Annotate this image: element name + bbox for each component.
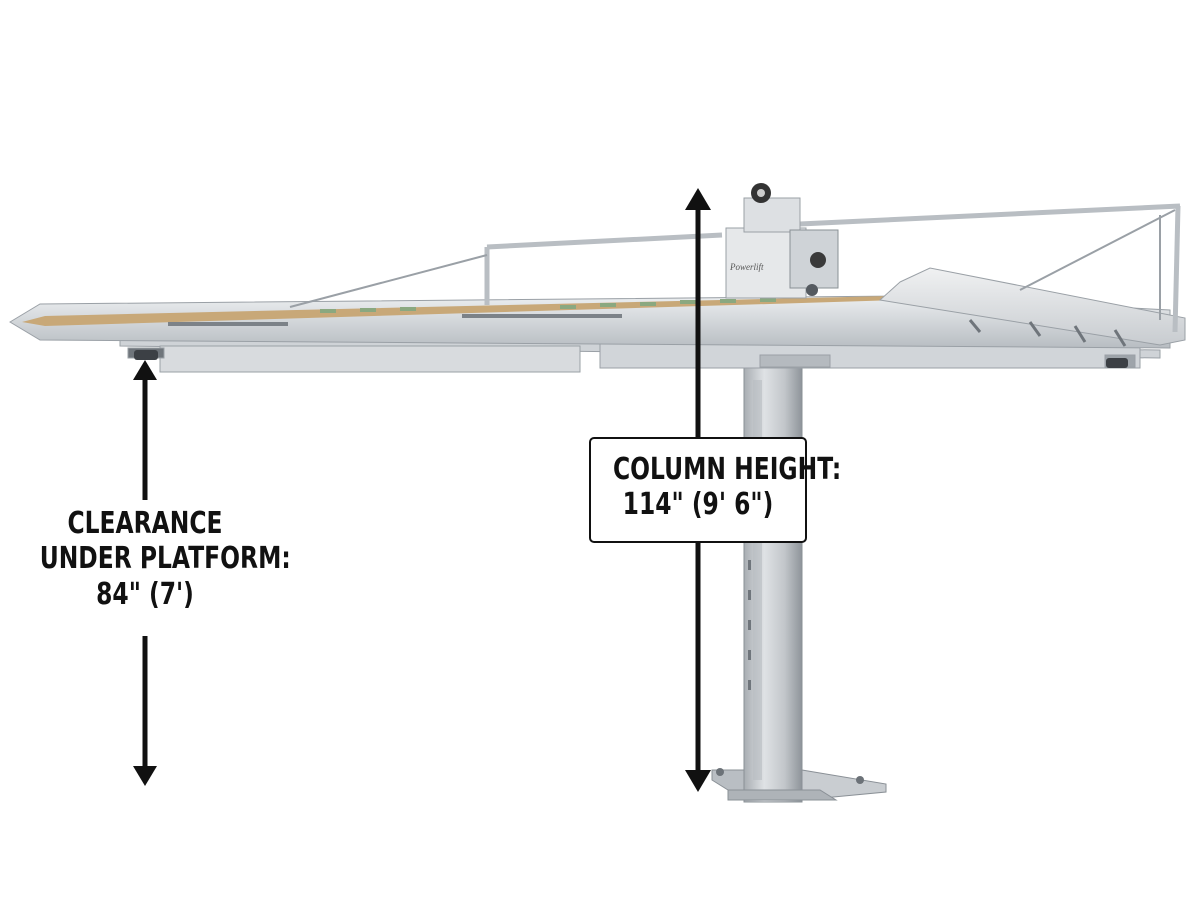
clearance-arrow-head-down (133, 766, 157, 786)
column-arrow-head-down (685, 770, 711, 792)
clearance-label: CLEARANCE UNDER PLATFORM: 84" (7') (39, 506, 291, 612)
guard-rail (484, 203, 1181, 333)
column-height-arrow (685, 188, 711, 792)
platform-underside (119, 337, 1161, 373)
column-base-plate (711, 768, 887, 801)
support-cables (289, 209, 1176, 320)
platform-runway (9, 295, 1171, 349)
column-height-callout-box (589, 437, 807, 543)
brand-logo: Powerlift (729, 262, 764, 272)
clearance-label-line2: UNDER PLATFORM: (39, 541, 291, 577)
clearance-label-line3: 84" (7') (96, 576, 194, 612)
lift-column (743, 359, 803, 803)
column-height-label-line2: 114" (9' 6") (622, 487, 774, 523)
column-height-label: COLUMN HEIGHT: 114" (9' 6") (612, 452, 842, 523)
lift-mechanism: Powerlift (725, 183, 839, 299)
clearance-label-line1: CLEARANCE (67, 506, 223, 541)
platform-ramp (878, 267, 1186, 347)
clearance-arrow-head-up (133, 360, 157, 380)
clearance-arrow (133, 360, 157, 786)
column-arrow-head-up (685, 188, 711, 210)
platform-feet (134, 350, 1128, 368)
column-height-label-line1: COLUMN HEIGHT: (612, 452, 842, 487)
